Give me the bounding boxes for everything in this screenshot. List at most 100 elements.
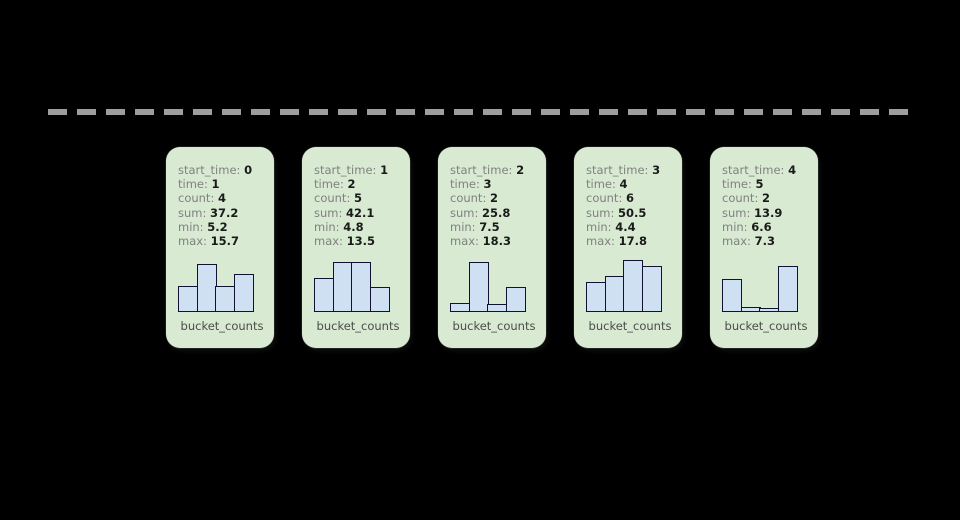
- field-max-value: 15.7: [210, 234, 239, 249]
- field-time-key: time:: [722, 177, 752, 192]
- field-max-value: 7.3: [754, 234, 775, 249]
- field-start-time-key: start_time:: [314, 163, 377, 177]
- field-min-key: min:: [450, 219, 476, 234]
- field-max-value: 13.5: [346, 234, 375, 249]
- field-count-key: count:: [178, 191, 215, 206]
- field-start-time: start_time: 2: [450, 163, 546, 177]
- field-min-value: 6.6: [751, 219, 772, 234]
- field-max: max: 7.3: [722, 234, 818, 248]
- bucket-counts-histogram: [722, 256, 818, 313]
- field-count: count: 6: [586, 191, 682, 205]
- histogram-bar: [777, 266, 798, 313]
- field-time: time: 3: [450, 177, 546, 191]
- histogram-bar: [722, 279, 742, 313]
- histogram-bars: [178, 256, 254, 313]
- histogram-bar: [215, 286, 236, 313]
- bucket-counts-histogram: [178, 256, 274, 313]
- field-start-time: start_time: 1: [314, 163, 410, 177]
- field-min-key: min:: [586, 219, 612, 234]
- histogram-bar: [233, 274, 254, 313]
- field-min: min: 5.2: [178, 220, 274, 234]
- field-start-time-value: 0: [244, 163, 253, 177]
- histogram-bar: [178, 286, 198, 313]
- field-sum-key: sum:: [450, 205, 479, 220]
- field-count: count: 4: [178, 191, 274, 205]
- field-count-key: count:: [722, 191, 759, 206]
- field-sum: sum: 37.2: [178, 206, 274, 220]
- field-start-time-value: 2: [516, 163, 525, 177]
- field-time-value: 4: [619, 177, 628, 192]
- histogram-bars: [586, 256, 662, 313]
- histogram-bar: [196, 264, 217, 313]
- bucket-counts-label: bucket_counts: [180, 319, 264, 334]
- field-sum-key: sum:: [314, 205, 343, 220]
- field-sum: sum: 25.8: [450, 206, 546, 220]
- field-start-time-key: start_time:: [586, 163, 649, 177]
- field-time-key: time:: [178, 177, 208, 192]
- field-time: time: 2: [314, 177, 410, 191]
- field-min-value: 4.4: [615, 219, 636, 234]
- histogram-bar: [450, 303, 470, 313]
- field-count-key: count:: [314, 191, 351, 206]
- histogram-bar: [351, 262, 372, 313]
- field-time-value: 1: [211, 177, 220, 192]
- field-count-value: 2: [761, 191, 770, 206]
- field-count-value: 4: [217, 191, 226, 206]
- field-time-key: time:: [586, 177, 616, 192]
- field-count-value: 2: [489, 191, 498, 206]
- histogram-bars: [450, 256, 526, 313]
- field-max: max: 15.7: [178, 234, 274, 248]
- field-sum-value: 42.1: [346, 205, 375, 220]
- field-max-value: 18.3: [482, 234, 511, 249]
- field-sum-value: 13.9: [754, 205, 783, 220]
- field-count: count: 5: [314, 191, 410, 205]
- histogram-bar: [604, 276, 625, 313]
- field-max-key: max:: [450, 234, 479, 249]
- field-min: min: 4.8: [314, 220, 410, 234]
- field-start-time-value: 1: [380, 163, 389, 177]
- bucket-counts-label: bucket_counts: [452, 319, 536, 334]
- field-max-key: max:: [178, 234, 207, 249]
- dashed-timeline-rule: [48, 109, 912, 115]
- histogram-bar: [623, 260, 644, 313]
- field-count-key: count:: [450, 191, 487, 206]
- field-count-value: 5: [353, 191, 362, 206]
- field-min-value: 5.2: [207, 219, 228, 234]
- field-max-key: max:: [722, 234, 751, 249]
- field-sum: sum: 42.1: [314, 206, 410, 220]
- field-time-value: 5: [755, 177, 764, 192]
- field-sum-value: 25.8: [482, 205, 511, 220]
- field-count: count: 2: [722, 191, 818, 205]
- field-start-time-key: start_time:: [450, 163, 513, 177]
- bucket-counts-histogram: [586, 256, 682, 313]
- field-max: max: 18.3: [450, 234, 546, 248]
- field-start-time-value: 3: [652, 163, 661, 177]
- histogram-bar: [487, 304, 508, 313]
- field-start-time-key: start_time:: [722, 163, 785, 177]
- field-sum-value: 37.2: [210, 205, 239, 220]
- field-count-key: count:: [586, 191, 623, 206]
- field-start-time-value: 4: [788, 163, 797, 177]
- histogram-bar: [332, 262, 353, 313]
- field-min: min: 6.6: [722, 220, 818, 234]
- field-min-value: 4.8: [343, 219, 364, 234]
- field-max-key: max:: [586, 234, 615, 249]
- field-sum-key: sum:: [722, 205, 751, 220]
- histogram-bar: [641, 266, 662, 313]
- histogram-bar: [314, 278, 334, 313]
- histogram-bars: [722, 256, 798, 313]
- histogram-bar: [369, 287, 390, 313]
- bucket-counts-histogram: [314, 256, 410, 313]
- field-max-value: 17.8: [618, 234, 647, 249]
- field-count: count: 2: [450, 191, 546, 205]
